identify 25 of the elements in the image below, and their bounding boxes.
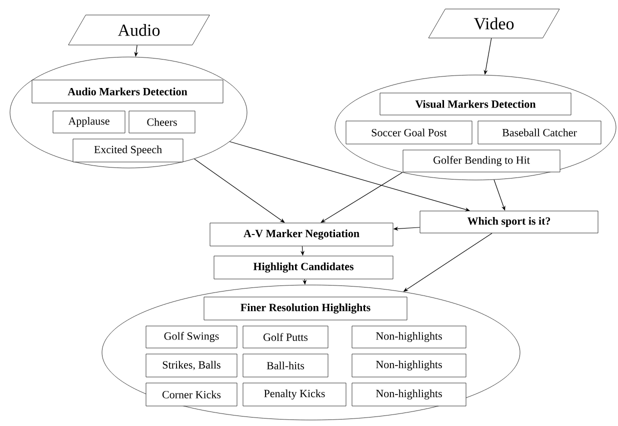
label-box: Penalty Kicks: [242, 382, 346, 406]
label-box: Soccer Goal Post: [346, 120, 472, 144]
heading-box: Which sport is it?: [420, 210, 598, 234]
label-box: Non-highlights: [352, 382, 466, 406]
label-box: Non-highlights: [352, 326, 466, 348]
arrow: [320, 172, 403, 223]
input-parallelogram: Video: [428, 8, 560, 38]
label-box: Golf Swings: [146, 326, 238, 348]
heading-box: Audio Markers Detection: [32, 80, 224, 104]
label-box: Golfer Bending to Hit: [402, 150, 560, 172]
label-box: Golf Putts: [242, 326, 328, 348]
heading-box: Highlight Candidates: [214, 256, 394, 280]
label-box: Corner Kicks: [146, 382, 238, 406]
heading-box: A-V Marker Negotiation: [210, 222, 394, 246]
label-box: Baseball Catcher: [478, 120, 602, 144]
label-box: Ball-hits: [242, 354, 328, 378]
label-box: Strikes, Balls: [146, 354, 238, 378]
label-box: Applause: [52, 110, 126, 134]
input-parallelogram: Audio: [68, 14, 210, 46]
label-box: Non-highlights: [352, 354, 466, 378]
label-box: Excited Speech: [72, 138, 184, 162]
label-box: Cheers: [128, 110, 196, 134]
heading-box: Visual Markers Detection: [380, 92, 572, 116]
heading-box: Finer Resolution Highlights: [204, 296, 408, 320]
arrow: [194, 158, 285, 223]
